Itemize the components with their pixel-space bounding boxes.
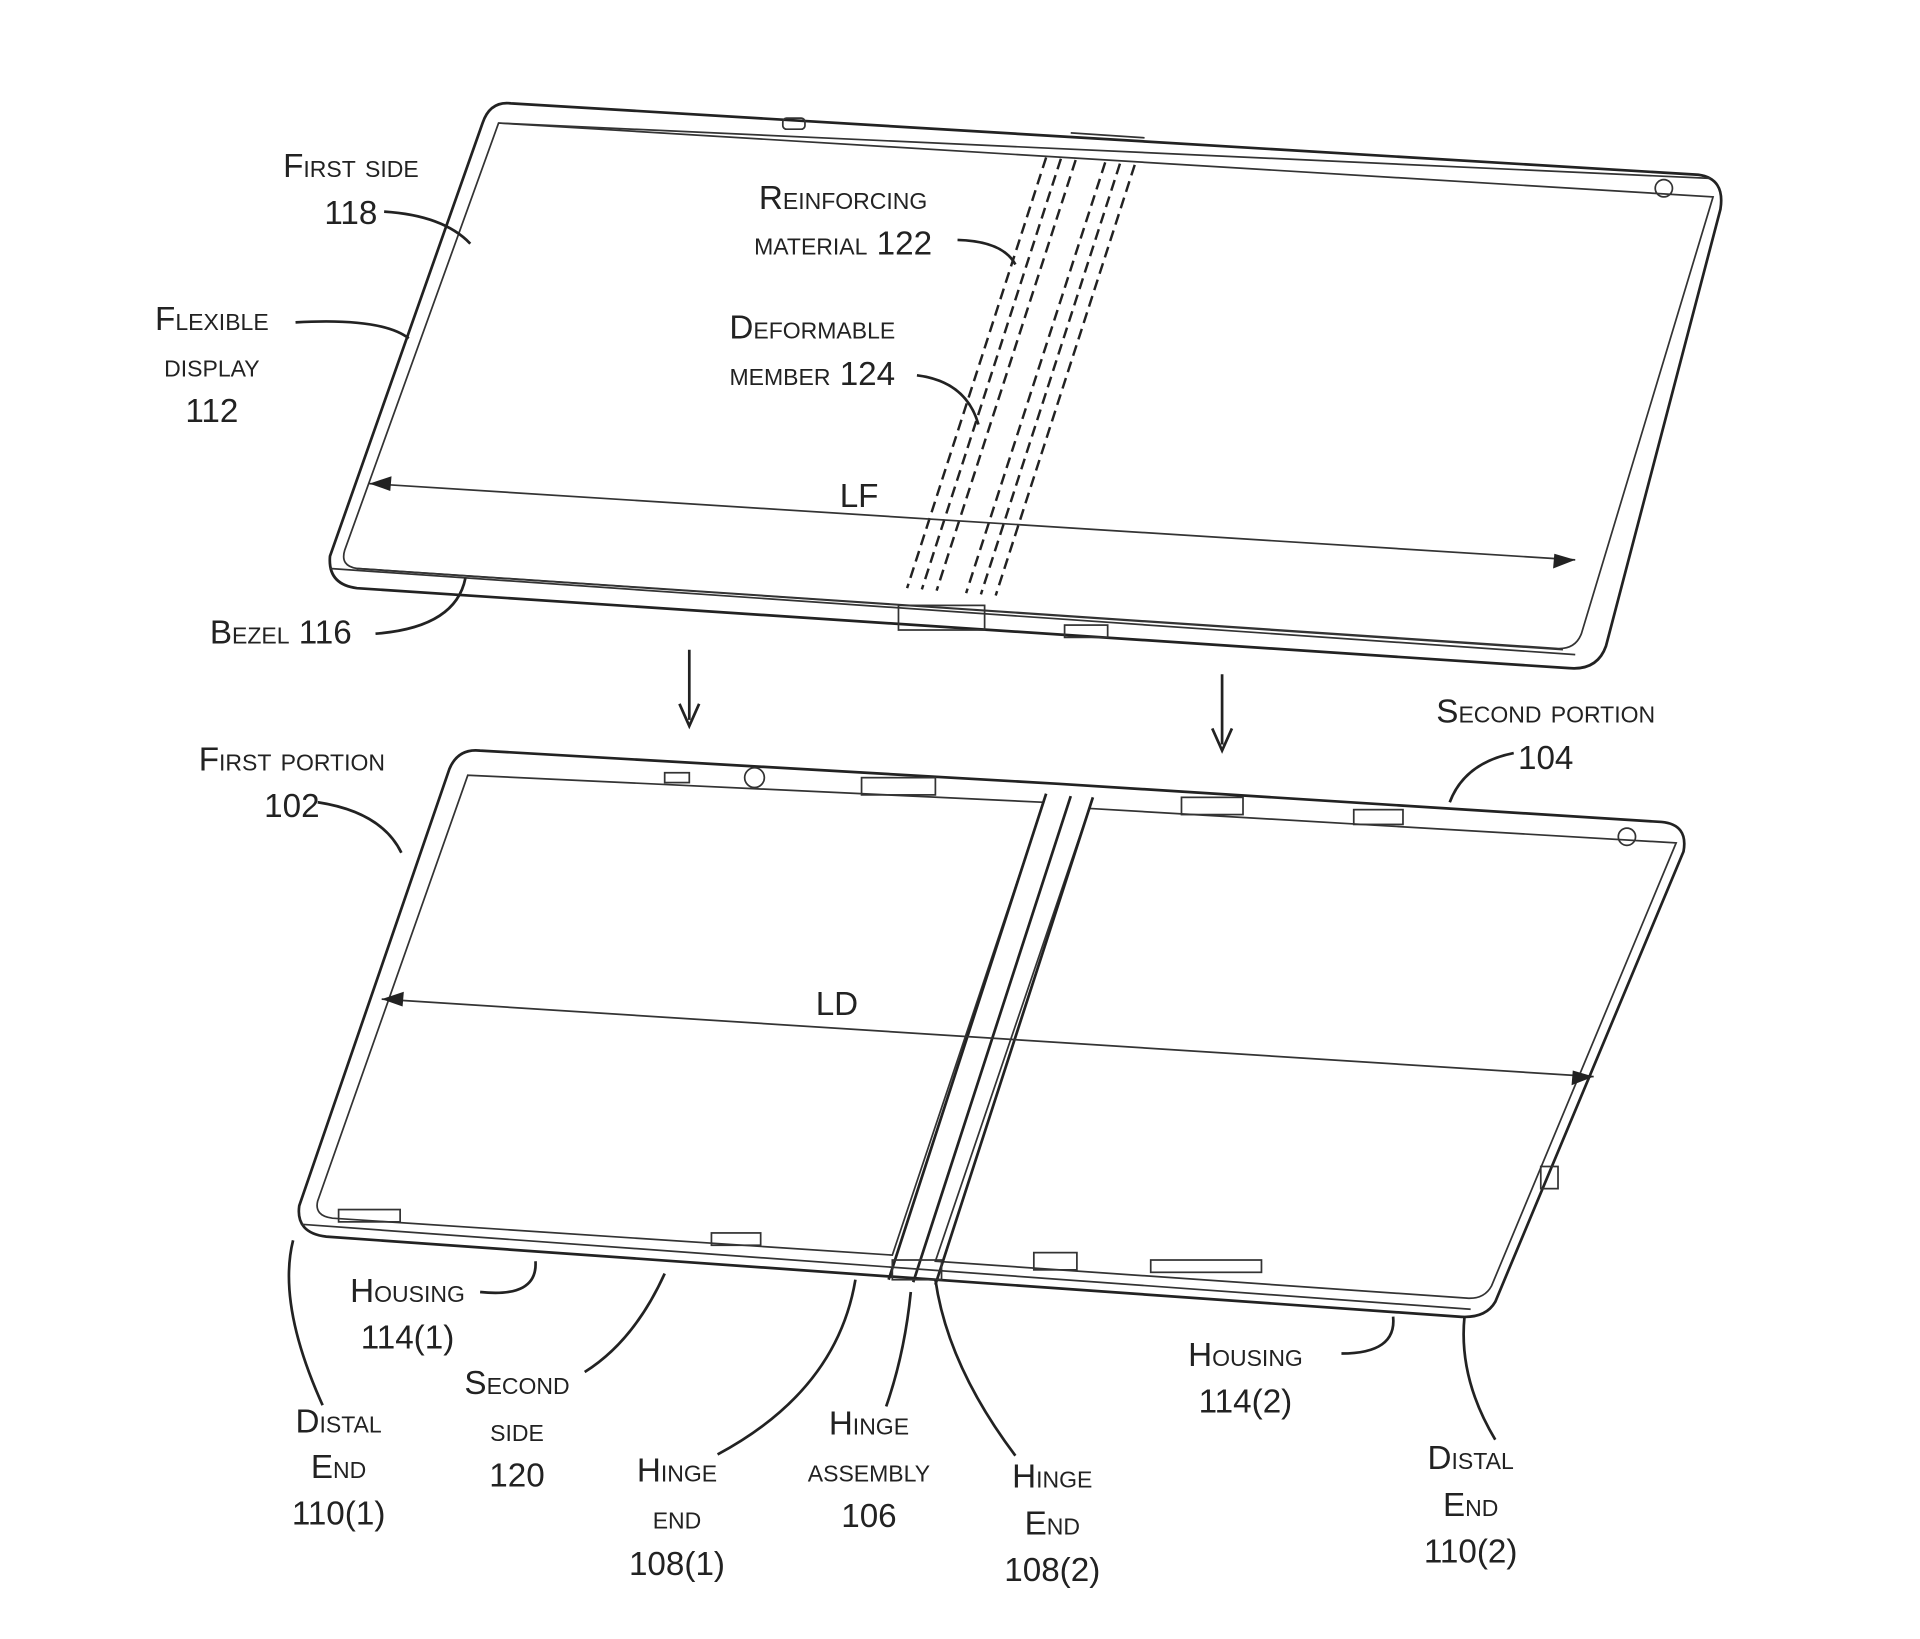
label-text: Second portion xyxy=(1436,693,1655,730)
label-text: End xyxy=(311,1449,366,1486)
label-text: member 124 xyxy=(730,356,896,393)
label-number: 102 xyxy=(264,788,319,825)
label-lf: LF xyxy=(840,478,879,515)
label-reinforcing-material: Reinforcing material 122 xyxy=(754,180,932,263)
label-number: 108(2) xyxy=(1004,1552,1100,1589)
label-text: First side xyxy=(283,148,419,185)
label-number: 110(1) xyxy=(292,1496,386,1533)
leader-lines xyxy=(287,210,1514,1457)
label-text: Reinforcing xyxy=(759,180,927,217)
label-number: 114(1) xyxy=(361,1320,455,1357)
label-text: End xyxy=(1443,1487,1498,1524)
label-text: Deformable xyxy=(729,309,895,346)
label-distal-end-2: Distal End 110(2) xyxy=(1424,1440,1518,1571)
label-text: Hinge xyxy=(829,1406,909,1443)
label-text: Distal xyxy=(1428,1440,1514,1477)
label-distal-end-1: Distal End 110(1) xyxy=(292,1403,386,1532)
label-text: assembly xyxy=(808,1452,930,1489)
deformable-member xyxy=(905,157,1136,596)
label-hinge-end-1: Hinge end 108(1) xyxy=(629,1452,725,1583)
label-text: First portion xyxy=(199,741,385,778)
label-first-portion: First portion 102 xyxy=(199,741,385,825)
label-ld: LD xyxy=(816,986,858,1023)
label-deformable-member: Deformable member 124 xyxy=(729,309,895,393)
down-arrow-icon xyxy=(678,649,701,730)
label-text: side xyxy=(490,1412,544,1449)
label-number: 104 xyxy=(1518,740,1573,777)
label-number: 110(2) xyxy=(1424,1534,1518,1571)
label-first-side: First side 118 xyxy=(283,148,419,232)
label-text: Housing xyxy=(350,1273,465,1310)
label-number: 108(1) xyxy=(629,1546,725,1583)
label-number: 118 xyxy=(324,195,377,232)
label-housing-2: Housing 114(2) xyxy=(1188,1337,1303,1421)
lf-dimension-arrow xyxy=(369,476,1576,569)
label-number: 114(2) xyxy=(1199,1384,1293,1421)
label-text: Housing xyxy=(1188,1337,1303,1374)
label-text: Flexible xyxy=(155,301,269,338)
label-second-side: Second side 120 xyxy=(464,1365,569,1494)
label-number: 112 xyxy=(185,393,238,430)
label-text: display xyxy=(164,348,259,385)
label-text: Hinge xyxy=(1012,1459,1092,1496)
label-housing-1: Housing 114(1) xyxy=(350,1273,465,1357)
label-hinge-assembly: Hinge assembly 106 xyxy=(808,1406,930,1535)
label-text: End xyxy=(1025,1505,1080,1542)
label-text: Hinge xyxy=(637,1452,717,1489)
label-second-portion: Second portion 104 xyxy=(1436,693,1655,777)
label-text: Second xyxy=(464,1365,569,1402)
label-text: Distal xyxy=(296,1403,382,1440)
dual-screen-device xyxy=(297,748,1686,1319)
label-number: 120 xyxy=(489,1457,544,1494)
down-arrow-icon xyxy=(1211,674,1234,754)
label-text: material 122 xyxy=(754,226,932,263)
ld-dimension-arrow xyxy=(381,991,1594,1086)
label-hinge-end-2: Hinge End 108(2) xyxy=(1004,1459,1100,1590)
label-text: end xyxy=(653,1499,702,1536)
flexible-display-device xyxy=(328,101,1723,670)
label-bezel: Bezel 116 xyxy=(210,615,352,652)
label-number: 106 xyxy=(841,1498,896,1535)
label-flexible-display: Flexible display 112 xyxy=(155,301,269,430)
